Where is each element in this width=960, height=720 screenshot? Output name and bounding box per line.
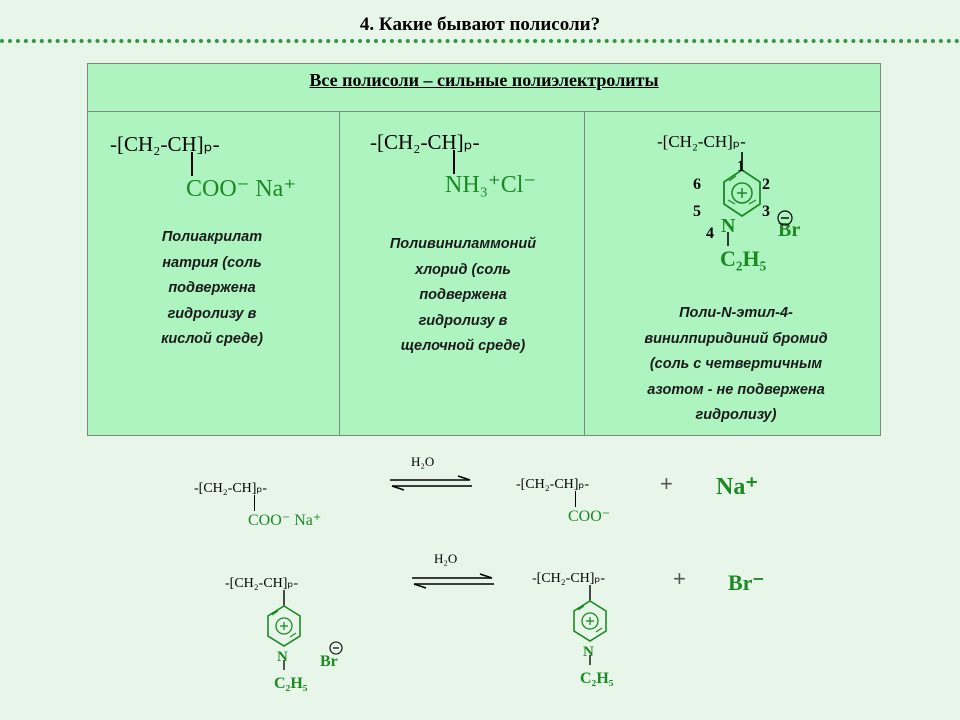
r1-right-group: COO⁻ [568,508,611,525]
col2-description: Поливиниламмоний хлорид (соль подвержена… [389,236,537,354]
col2-group: NH₃⁺Cl⁻ [445,172,537,198]
polysalts-table: Все полисоли – сильные полиэлектролиты -… [87,63,881,436]
r2-left-chain: -[CH₂-CH]ₚ- [225,576,299,591]
ring-nitrogen: N [721,215,736,237]
col1-description: Полиакрилат натрия (соль подвержена гидр… [161,229,263,347]
r2-equilibrium-arrows-icon [412,573,494,589]
page-title: 4. Какие бывают полисоли? [359,14,601,35]
r2-left-counterion: Br [320,653,338,670]
column-divider-1 [339,112,340,435]
col3-substituent: C₂H₅ [720,246,767,271]
r1-left-group: COO⁻ Na⁺ [248,512,322,529]
r2-right-substituent: C₂H₅ [580,670,614,687]
pyridinium-ring: 1 2 3 4 5 6 N Br C₂H₅ [693,152,800,271]
r2-left-pyridinium-ring: N Br C₂H₅ [267,590,343,692]
col1-chain: -[CH₂-CH]ₚ- [110,132,220,156]
r1-equilibrium-arrows-icon [390,475,472,491]
col1-group: COO⁻ Na⁺ [186,176,296,202]
table-header: Все полисоли – сильные полиэлектролиты [309,70,659,90]
title-divider [0,39,960,43]
r2-left-substituent: C₂H₅ [274,675,308,692]
ring-number-2: 2 [762,176,770,193]
col1-bond [191,152,193,176]
ring-number-5: 5 [693,203,701,220]
minus-charge-icon [777,210,793,226]
ring-number-6: 6 [693,176,701,193]
r2-ion: Br⁻ [728,570,765,595]
r1-left-chain: -[CH₂-CH]ₚ- [194,481,268,496]
r2-right-chain: -[CH₂-CH]ₚ- [532,571,606,586]
r1-plus: + [660,471,673,496]
r1-right-bond [575,491,576,507]
r2-left-nitrogen: N [277,649,288,665]
table-header-row: Все полисоли – сильные полиэлектролиты [88,64,880,112]
col3-description: Поли-N-этил-4- винилпиридиний бромид (со… [644,305,828,423]
col3-counterion: Br [778,219,800,241]
r1-ion: Na⁺ [716,474,758,500]
ring-number-4: 4 [706,225,714,242]
col2-chain: -[CH₂-CH]ₚ- [370,130,480,154]
r2-right-pyridine-ring: N C₂H₅ [573,585,614,687]
column-divider-2 [584,112,585,435]
r2-right-nitrogen: N [583,644,594,660]
r1-water: H₂O [411,454,435,469]
r1-right-chain: -[CH₂-CH]ₚ- [516,477,590,492]
ring-number-1: 1 [737,158,745,175]
minus-charge-icon [329,641,343,655]
r1-left-bond [254,495,255,511]
ring-number-3: 3 [762,203,770,220]
col3-chain: -[CH₂-CH]ₚ- [657,132,746,151]
col2-bond [453,150,455,174]
r2-water: H₂O [434,551,458,566]
r2-plus: + [673,566,686,591]
